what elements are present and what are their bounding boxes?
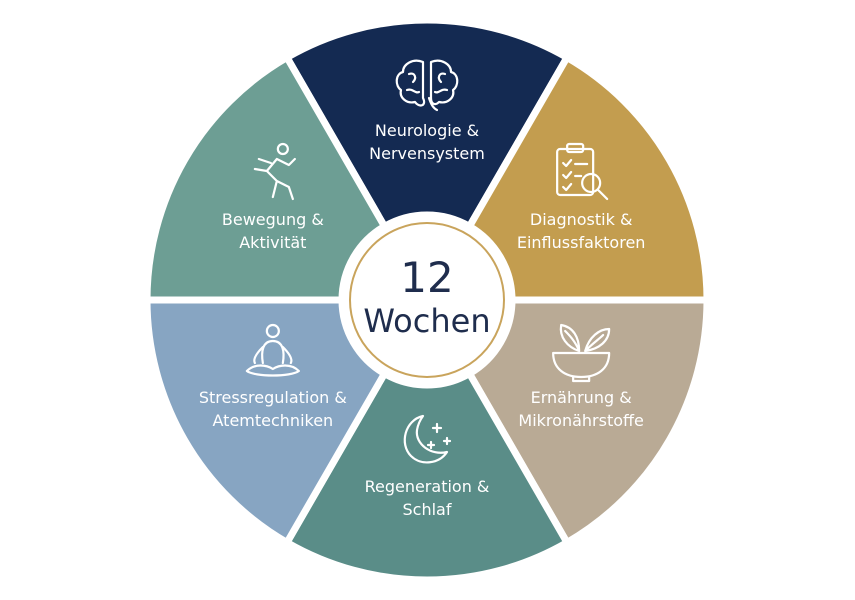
segment-5-label-line2: Aktivität bbox=[239, 233, 306, 252]
segment-3-content: Regeneration & Schlaf bbox=[365, 414, 490, 519]
segment-2-content: Ernährung & Mikronährstoffe bbox=[518, 323, 644, 430]
segment-4-content: Stressregulation & Atemtechniken bbox=[199, 323, 347, 430]
segment-2-label-line1: Ernährung & bbox=[531, 388, 632, 407]
center-label: Wochen bbox=[363, 302, 490, 340]
meditation-icon bbox=[245, 323, 300, 377]
herb-bowl-icon bbox=[552, 323, 611, 383]
segment-1-label-line2: Einflussfaktoren bbox=[517, 233, 646, 252]
segment-0-label-line2: Nervensystem bbox=[369, 144, 485, 163]
segment-5-content: Bewegung & Aktivität bbox=[222, 142, 324, 252]
center-circle: 12 Wochen bbox=[340, 213, 514, 387]
center-ring bbox=[349, 222, 505, 378]
segment-0-content: Neurologie & Nervensystem bbox=[369, 59, 485, 163]
brain-icon bbox=[395, 59, 459, 112]
running-person-icon bbox=[253, 142, 296, 201]
segment-3-label-line1: Regeneration & bbox=[365, 477, 490, 496]
moon-stars-icon bbox=[403, 414, 452, 464]
segment-1-content: Diagnostik & Einflussfaktoren bbox=[517, 142, 646, 252]
center-disc bbox=[340, 213, 514, 387]
segments: Neurologie & Nervensystem Diagnostik & Ein… bbox=[143, 16, 711, 584]
segment-4-label-line2: Atemtechniken bbox=[213, 411, 334, 430]
clipboard-magnifier-icon bbox=[556, 142, 609, 201]
segment-2-label-line2: Mikronährstoffe bbox=[518, 411, 643, 430]
segment-1-label-line1: Diagnostik & bbox=[530, 210, 633, 229]
center-number: 12 bbox=[400, 253, 453, 302]
segment-3-label-line2: Schlaf bbox=[403, 500, 452, 519]
segment-4-label-line1: Stressregulation & bbox=[199, 388, 347, 407]
segment-0-label-line1: Neurologie & bbox=[375, 121, 479, 140]
segment-5-label-line1: Bewegung & bbox=[222, 210, 324, 229]
